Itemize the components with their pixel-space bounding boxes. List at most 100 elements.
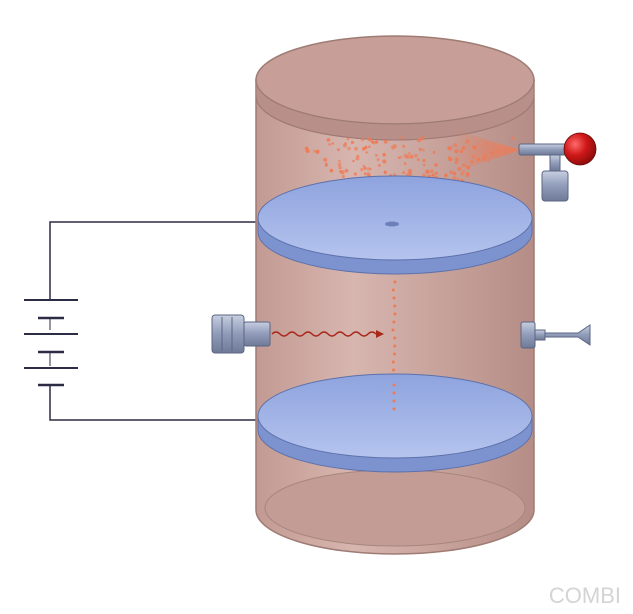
- droplets-over-plate: [392, 383, 396, 411]
- oil-droplet: [460, 172, 464, 176]
- oil-droplet: [462, 163, 466, 168]
- oil-droplet: [356, 154, 360, 158]
- oil-droplet: [391, 360, 395, 364]
- circuit: [49, 221, 258, 421]
- oil-droplet: [403, 162, 407, 165]
- oil-droplet: [354, 146, 358, 151]
- oil-droplet: [393, 352, 397, 356]
- oil-droplet: [448, 156, 451, 159]
- oil-droplet: [362, 164, 366, 168]
- oil-droplet: [392, 391, 396, 395]
- oil-droplet: [482, 157, 486, 161]
- oil-droplet: [452, 171, 456, 175]
- oil-droplet: [304, 146, 309, 151]
- xray-beam-icon: [271, 331, 377, 337]
- oil-droplet: [324, 163, 328, 167]
- oil-droplet: [393, 344, 397, 348]
- atomizer-reservoir: [541, 170, 569, 202]
- oil-droplet: [341, 175, 345, 178]
- oil-droplet: [496, 149, 500, 153]
- oil-droplet: [402, 144, 406, 148]
- oil-droplet: [431, 173, 435, 177]
- oil-droplet: [393, 336, 397, 340]
- oil-droplet: [352, 159, 355, 163]
- oil-droplet: [407, 169, 411, 172]
- oil-droplet: [393, 280, 397, 284]
- oil-droplet: [399, 156, 403, 159]
- atomizer: [518, 132, 597, 202]
- oil-droplet: [353, 172, 357, 176]
- oil-droplet: [434, 163, 438, 167]
- oil-droplet: [457, 167, 462, 171]
- oil-droplet: [337, 148, 340, 152]
- oil-droplet: [365, 151, 368, 154]
- microscope-mount: [520, 321, 536, 349]
- oil-droplet: [487, 159, 490, 163]
- oil-droplet: [375, 154, 378, 157]
- oil-droplet: [362, 147, 366, 151]
- oil-droplet: [466, 165, 471, 170]
- oil-droplet: [360, 137, 365, 142]
- oil-droplet: [393, 173, 397, 177]
- oil-droplet: [444, 173, 448, 178]
- oil-droplet: [392, 144, 397, 149]
- oil-droplet: [454, 149, 459, 154]
- oil-droplet: [393, 304, 397, 308]
- watermark: COMBI: [549, 583, 621, 608]
- oil-droplet: [454, 160, 458, 165]
- oil-droplet: [422, 148, 425, 152]
- oil-droplet: [338, 166, 342, 170]
- atomizer-bulb: [563, 132, 597, 166]
- oil-droplet: [315, 149, 320, 154]
- oil-droplet: [313, 149, 316, 153]
- oil-droplet: [391, 328, 395, 332]
- oil-droplet: [476, 157, 481, 162]
- oil-droplet: [323, 157, 328, 162]
- oil-droplet: [383, 139, 388, 144]
- oil-droplet: [392, 383, 396, 387]
- oil-droplet: [417, 138, 421, 143]
- chamber-top: [255, 35, 535, 125]
- oil-droplet: [465, 139, 470, 144]
- oil-droplet: [402, 171, 406, 174]
- oil-droplet: [453, 143, 458, 148]
- oil-droplet: [382, 159, 387, 164]
- oil-droplet: [449, 170, 453, 174]
- oil-droplet: [363, 166, 367, 170]
- oil-droplet: [465, 173, 470, 178]
- upper-wire: [49, 221, 258, 300]
- oil-droplet: [344, 168, 349, 173]
- oil-droplet: [346, 137, 350, 141]
- oil-droplet: [434, 171, 438, 175]
- oil-droplet: [407, 152, 411, 156]
- oil-droplet: [329, 168, 334, 173]
- oil-droplet: [374, 140, 379, 144]
- oil-droplet: [363, 172, 367, 176]
- oil-droplet: [422, 158, 426, 163]
- oil-droplet: [483, 154, 487, 158]
- oil-droplet: [470, 160, 474, 164]
- battery: [24, 299, 78, 387]
- oil-droplet: [392, 296, 396, 300]
- oil-droplet: [382, 152, 387, 157]
- oil-droplet: [418, 147, 423, 152]
- oil-droplet: [456, 177, 460, 181]
- oil-chamber: [255, 35, 535, 555]
- oil-droplet: [400, 136, 404, 140]
- oil-droplet: [409, 154, 414, 159]
- oil-droplet: [454, 157, 459, 162]
- oil-droplet: [344, 142, 347, 146]
- oil-droplet: [391, 288, 395, 292]
- beam-arrowhead-icon: [376, 330, 384, 338]
- oil-droplet: [366, 172, 371, 177]
- oil-droplet: [338, 159, 341, 163]
- oil-droplet: [391, 368, 395, 372]
- oil-droplet: [360, 168, 364, 172]
- oil-droplet: [392, 407, 396, 411]
- oil-droplet: [371, 140, 375, 144]
- xray-nozzle: [243, 321, 271, 347]
- oil-droplet: [511, 136, 515, 141]
- xray-housing: [211, 314, 245, 354]
- oil-droplet: [392, 399, 396, 403]
